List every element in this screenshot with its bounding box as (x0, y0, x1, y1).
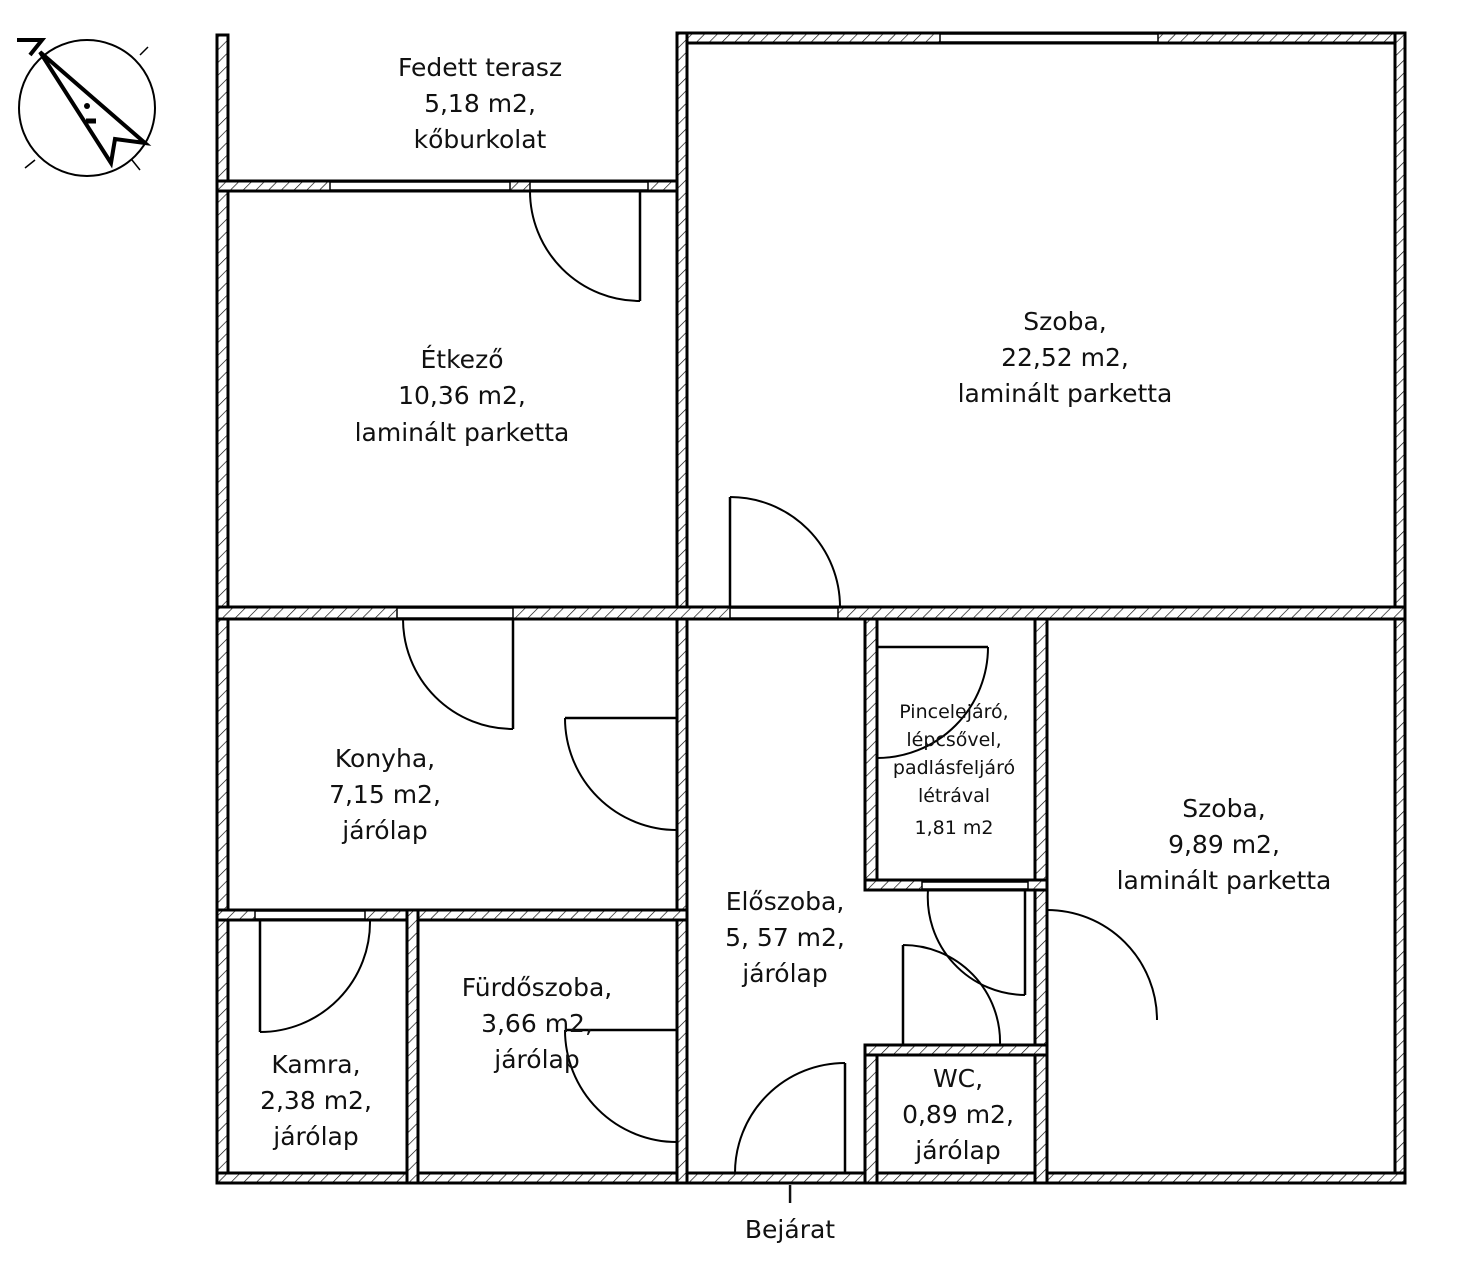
room-wc-label: WC, 0,89 m2, járólap (902, 1064, 1014, 1165)
room-szoba-large-label: Szoba, 22,52 m2, laminált parketta (958, 307, 1173, 408)
room-area: 10,36 m2, (398, 381, 526, 410)
room-area: 7,15 m2, (329, 780, 441, 809)
room-area: 3,66 m2, (481, 1009, 593, 1038)
room-area: 5,18 m2, (424, 89, 536, 118)
room-konyha-label: Konyha, 7,15 m2, járólap (329, 744, 441, 845)
room-name: Étkező (421, 345, 504, 374)
entrance-label: Bejárat (745, 1215, 835, 1244)
room-floor: járólap (272, 1122, 358, 1151)
room-name: Szoba, (1182, 794, 1265, 823)
room-floor: laminált parketta (958, 379, 1173, 408)
room-pince-label: Pincelejáró, lépcsővel, padlásfeljáró lé… (893, 701, 1015, 839)
room-name: Pincelejáró, (899, 701, 1008, 723)
north-arrow-icon (17, 38, 156, 177)
entrance-mark: I (786, 1180, 793, 1209)
doors (258, 190, 1158, 1174)
room-desc: lépcsővel, (906, 729, 1001, 751)
room-floor: laminált parketta (1117, 866, 1332, 895)
room-name: Fürdőszoba, (462, 973, 612, 1002)
room-floor: járólap (914, 1136, 1000, 1165)
room-desc: létrával (918, 785, 990, 807)
room-name: Előszoba, (726, 887, 845, 916)
room-area: 5, 57 m2, (725, 923, 845, 952)
room-name: Konyha, (335, 744, 435, 773)
room-area: 9,89 m2, (1168, 830, 1280, 859)
room-floor: járólap (341, 816, 427, 845)
room-area: 22,52 m2, (1001, 343, 1129, 372)
room-floor: járólap (741, 959, 827, 988)
room-area: 2,38 m2, (260, 1086, 372, 1115)
room-desc: padlásfeljáró (893, 757, 1015, 779)
room-name: Kamra, (271, 1050, 360, 1079)
room-name: Szoba, (1023, 307, 1106, 336)
room-area: 1,81 m2 (915, 817, 994, 839)
room-kamra-label: Kamra, 2,38 m2, járólap (260, 1050, 372, 1151)
room-eloszoba-label: Előszoba, 5, 57 m2, járólap (725, 887, 845, 988)
room-furdo-label: Fürdőszoba, 3,66 m2, járólap (462, 973, 612, 1074)
room-name: WC, (933, 1064, 983, 1093)
north-letter (17, 38, 47, 57)
room-floor: kőburkolat (414, 125, 547, 154)
room-szoba-small-label: Szoba, 9,89 m2, laminált parketta (1117, 794, 1332, 895)
room-name: Fedett terasz (398, 53, 562, 82)
room-floor: járólap (493, 1045, 579, 1074)
walls (215, 31, 1407, 1185)
room-floor: laminált parketta (355, 418, 570, 447)
room-area: 0,89 m2, (902, 1100, 1014, 1129)
room-etkezo-label: Étkező 10,36 m2, laminált parketta (355, 345, 570, 447)
room-terasz-label: Fedett terasz 5,18 m2, kőburkolat (398, 53, 562, 154)
